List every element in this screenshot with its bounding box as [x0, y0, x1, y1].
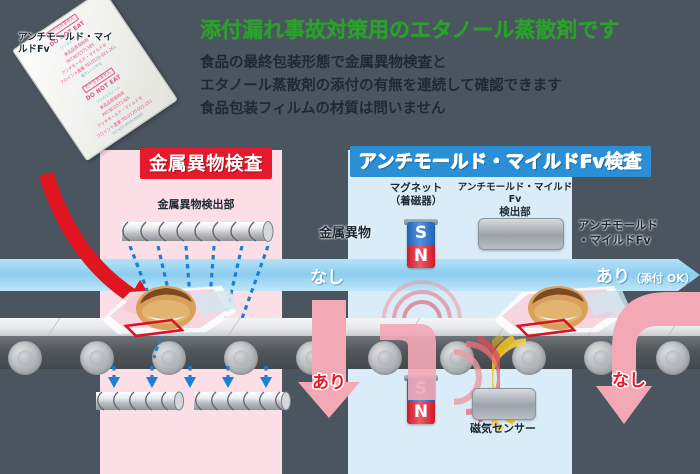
- conveyor-belt: [0, 336, 700, 369]
- page-title: 添付漏れ事故対策用のエタノール蒸散剤です: [200, 18, 620, 42]
- metal-detection-field-lines-bottom: [152, 338, 162, 359]
- fv-result-title: アンチモールド ・マイルドFv: [578, 218, 696, 247]
- conveyor-roller: [80, 341, 114, 375]
- fv-detector-label-line1: アンチモールド・マイルドFv: [457, 182, 573, 205]
- magnetizer-top: S N: [404, 219, 438, 272]
- pink-flow-connector: [380, 324, 436, 400]
- conveyor-roller: [152, 341, 186, 375]
- metal-result-title: 金属異物: [318, 226, 371, 241]
- conveyor-roller: [656, 341, 690, 375]
- fv-result-value-text: あり: [596, 267, 630, 287]
- fv-arrow-label: なし: [612, 371, 646, 391]
- metal-detector-coil-bottom-right: [194, 391, 291, 411]
- page-subtitle: 食品の最終包装形態で金属異物検査と エタノール蒸散剤の添付の有無を連続して確認で…: [200, 52, 690, 120]
- subtitle-line-3: 食品包装フィルムの材質は問いません: [200, 100, 446, 117]
- magnetizer-label-line1: マグネット: [389, 182, 443, 194]
- fv-result-title-line1: アンチモールド: [578, 218, 659, 232]
- metal-result-value: なし: [310, 268, 344, 288]
- fv-result-arrow: [596, 292, 700, 424]
- fv-result-value: あり（添付 OK）: [596, 262, 696, 287]
- magnetizer-label-line2: （着磁器）: [389, 195, 443, 208]
- fv-detector-unit-top: [478, 218, 564, 250]
- metal-arrow-label: あり: [312, 373, 346, 393]
- magnet-pole-n-top: N: [407, 245, 435, 268]
- metal-detection-arrows-bottom: [108, 366, 272, 388]
- metal-detector-coil-bottom-left: [96, 391, 184, 411]
- conveyor-roller: [224, 341, 258, 375]
- magnetic-sensor-label: 磁気センサー: [470, 422, 536, 435]
- conveyor-roller: [8, 341, 42, 375]
- magnetic-sensor-unit: [472, 388, 536, 420]
- flow-direction-band: [0, 259, 700, 291]
- sachet-packet: たべられません DO NOT EAT シリカエタノール 食品品質保持用 PAT.…: [11, 0, 179, 162]
- magnetizer-wave-top: [382, 280, 462, 321]
- subtitle-line-2: エタノール蒸散剤の添付の有無を連続して確認できます: [200, 77, 562, 94]
- subtitle-line-1: 食品の最終包装形態で金属異物検査と: [200, 55, 447, 71]
- magnet-body-top: S N: [407, 222, 435, 268]
- fv-detector-label: アンチモールド・マイルドFv 検出部: [455, 182, 575, 219]
- packaged-product-left: [102, 286, 238, 338]
- magnet-pole-s-top: S: [407, 222, 435, 245]
- metal-detector-coil-top: [122, 221, 274, 242]
- conveyor-roller: [368, 341, 402, 375]
- packaged-product-right: [494, 286, 630, 338]
- metal-inspection-banner: 金属異物検査: [140, 148, 273, 179]
- fv-result-title-line2: ・マイルドFv: [578, 232, 651, 247]
- metal-detector-label: 金属異物検出部: [157, 198, 235, 211]
- fv-result-note: （添付 OK）: [630, 272, 696, 285]
- magnetizer-label: マグネット （着磁器）: [378, 182, 454, 208]
- magnet-pole-n-bottom: N: [407, 401, 435, 424]
- ethanol-sachet-illustration: たべられません DO NOT EAT シリカエタノール 食品品質保持用 PAT.…: [11, 0, 193, 164]
- fv-inspection-banner: アンチモールド・マイルドFv検査: [350, 146, 652, 177]
- sachet-product-label: アンチモールド・マイルドFv: [18, 32, 114, 57]
- sachet-product-label-text: アンチモールド・マイルドFv: [18, 32, 113, 56]
- conveyor-roller: [512, 341, 546, 375]
- metal-result-arrow: [298, 300, 360, 418]
- fv-detector-label-line2: 検出部: [499, 205, 531, 218]
- metal-detector-bottom-group: [96, 366, 291, 474]
